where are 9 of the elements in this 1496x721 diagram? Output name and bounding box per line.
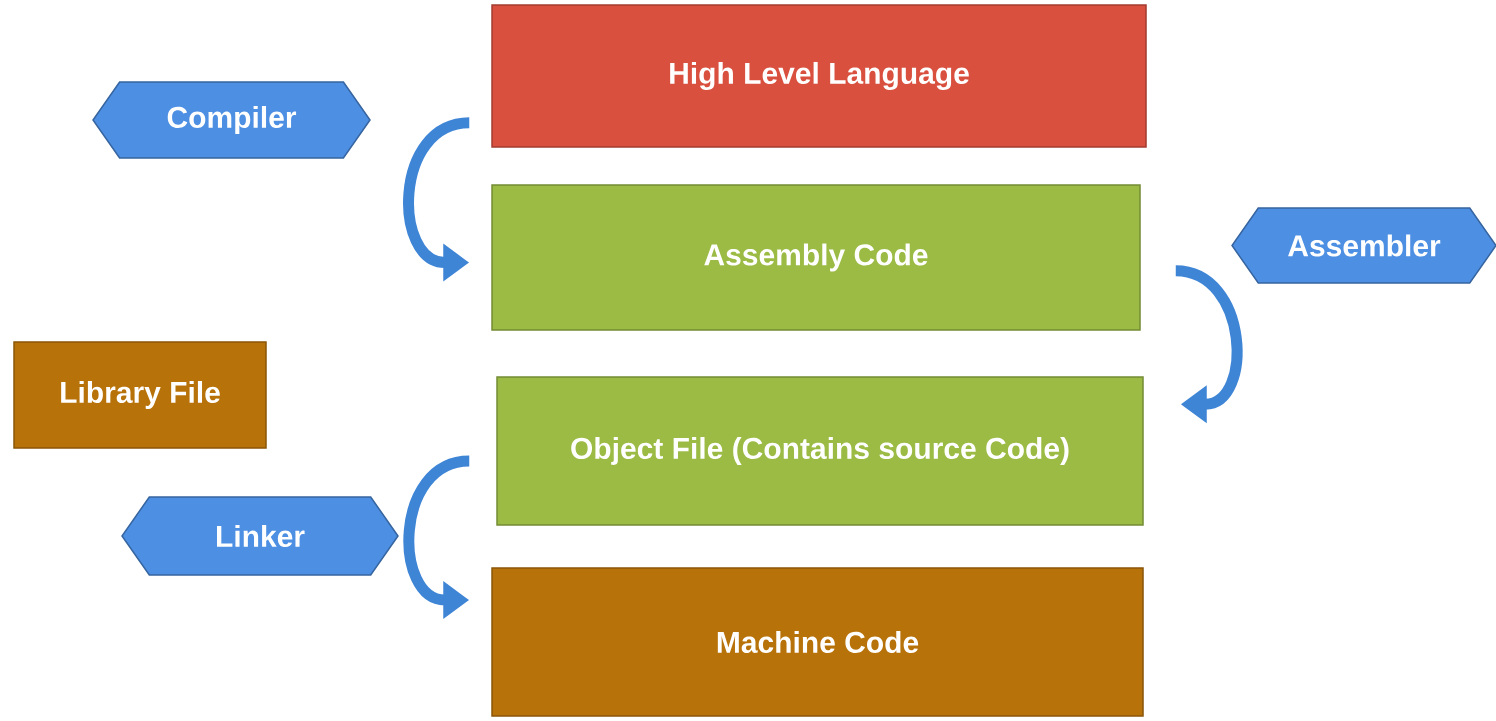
process-box: Assembly Code [491,184,1141,331]
process-box: High Level Language [491,4,1147,148]
process-box: Machine Code [491,567,1144,717]
process-box: Object File (Contains source Code) [496,376,1144,526]
tool-hexagon: Compiler [92,81,371,159]
tool-hexagon: Assembler [1231,207,1496,284]
tool-hexagon: Linker [121,496,399,576]
library-box: Library File [13,341,267,449]
curved-arrow [1174,265,1243,424]
